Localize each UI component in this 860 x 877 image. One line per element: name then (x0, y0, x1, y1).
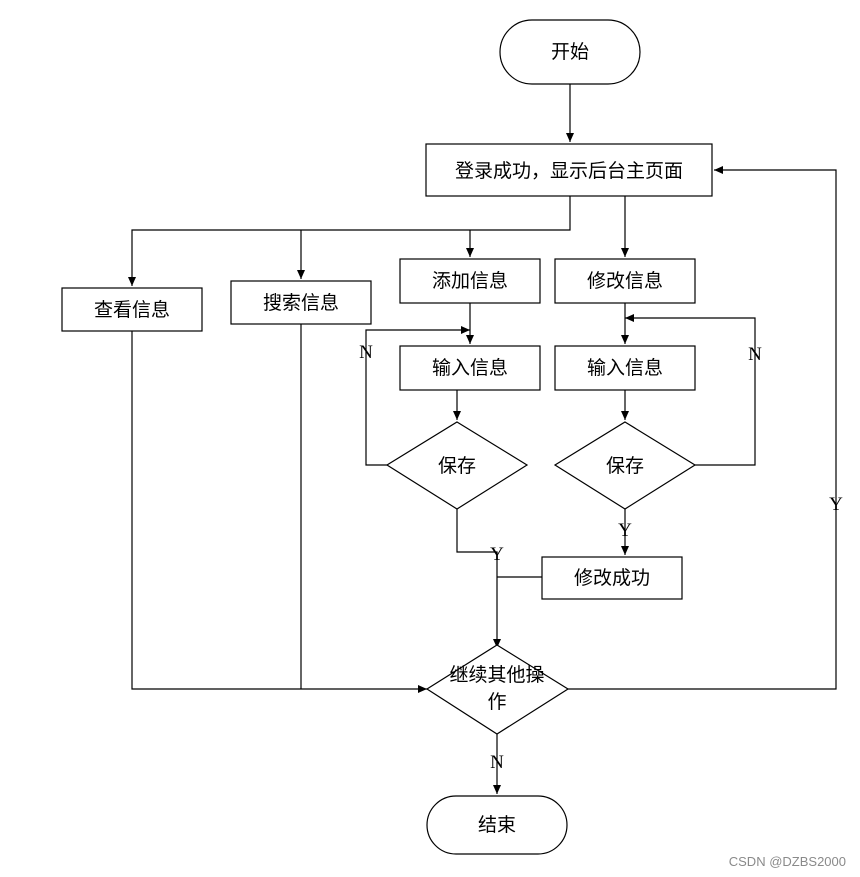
edge-view-continue (131, 331, 427, 693)
node-save-modify-label: 保存 (606, 455, 644, 477)
node-continue-label-1: 继续其他操 (449, 664, 544, 686)
node-input-add-label: 输入信息 (432, 357, 508, 379)
node-end-label: 结束 (478, 814, 516, 836)
node-search-label: 搜索信息 (263, 292, 339, 314)
node-add-label: 添加信息 (432, 270, 508, 292)
node-modify: 修改信息 (554, 258, 696, 304)
edge-label-modify-yes: Y (618, 520, 632, 541)
edge-label-add-no: N (359, 342, 373, 363)
node-view-label: 查看信息 (94, 299, 170, 321)
node-add: 添加信息 (399, 258, 541, 304)
node-modify-ok: 修改成功 (541, 556, 683, 600)
node-input-add: 输入信息 (399, 345, 541, 391)
edge-login-view (128, 196, 571, 286)
node-modify-ok-label: 修改成功 (574, 567, 650, 589)
node-login-label: 登录成功，显示后台主页面 (455, 160, 683, 182)
edge-save-add-no (365, 326, 470, 466)
edges (128, 84, 837, 794)
node-input-modify: 输入信息 (554, 345, 696, 391)
edge-save-modify-no (625, 314, 756, 466)
node-start-label: 开始 (551, 41, 589, 63)
node-modify-label: 修改信息 (587, 270, 663, 292)
node-continue: 继续其他操 作 (425, 644, 570, 735)
edge-continue-yes (568, 166, 837, 690)
watermark: CSDN @DZBS2000 (728, 854, 846, 869)
edge-labels: N N Y Y Y N (359, 342, 843, 773)
node-save-modify: 保存 (553, 421, 697, 510)
edge-label-modify-no: N (748, 344, 762, 365)
node-end: 结束 (426, 795, 568, 855)
node-start: 开始 (499, 19, 641, 85)
node-login: 登录成功，显示后台主页面 (425, 143, 713, 197)
node-search: 搜索信息 (230, 280, 372, 325)
node-continue-label-2: 作 (487, 691, 506, 713)
node-save-add: 保存 (385, 421, 529, 510)
node-save-add-label: 保存 (438, 455, 476, 477)
edge-label-continue-yes: Y (829, 494, 843, 515)
node-view: 查看信息 (61, 287, 203, 332)
node-input-modify-label: 输入信息 (587, 357, 663, 379)
edge-label-continue-no: N (490, 752, 504, 773)
edge-label-add-yes: Y (490, 544, 504, 565)
edge-save-add-yes (456, 509, 501, 648)
